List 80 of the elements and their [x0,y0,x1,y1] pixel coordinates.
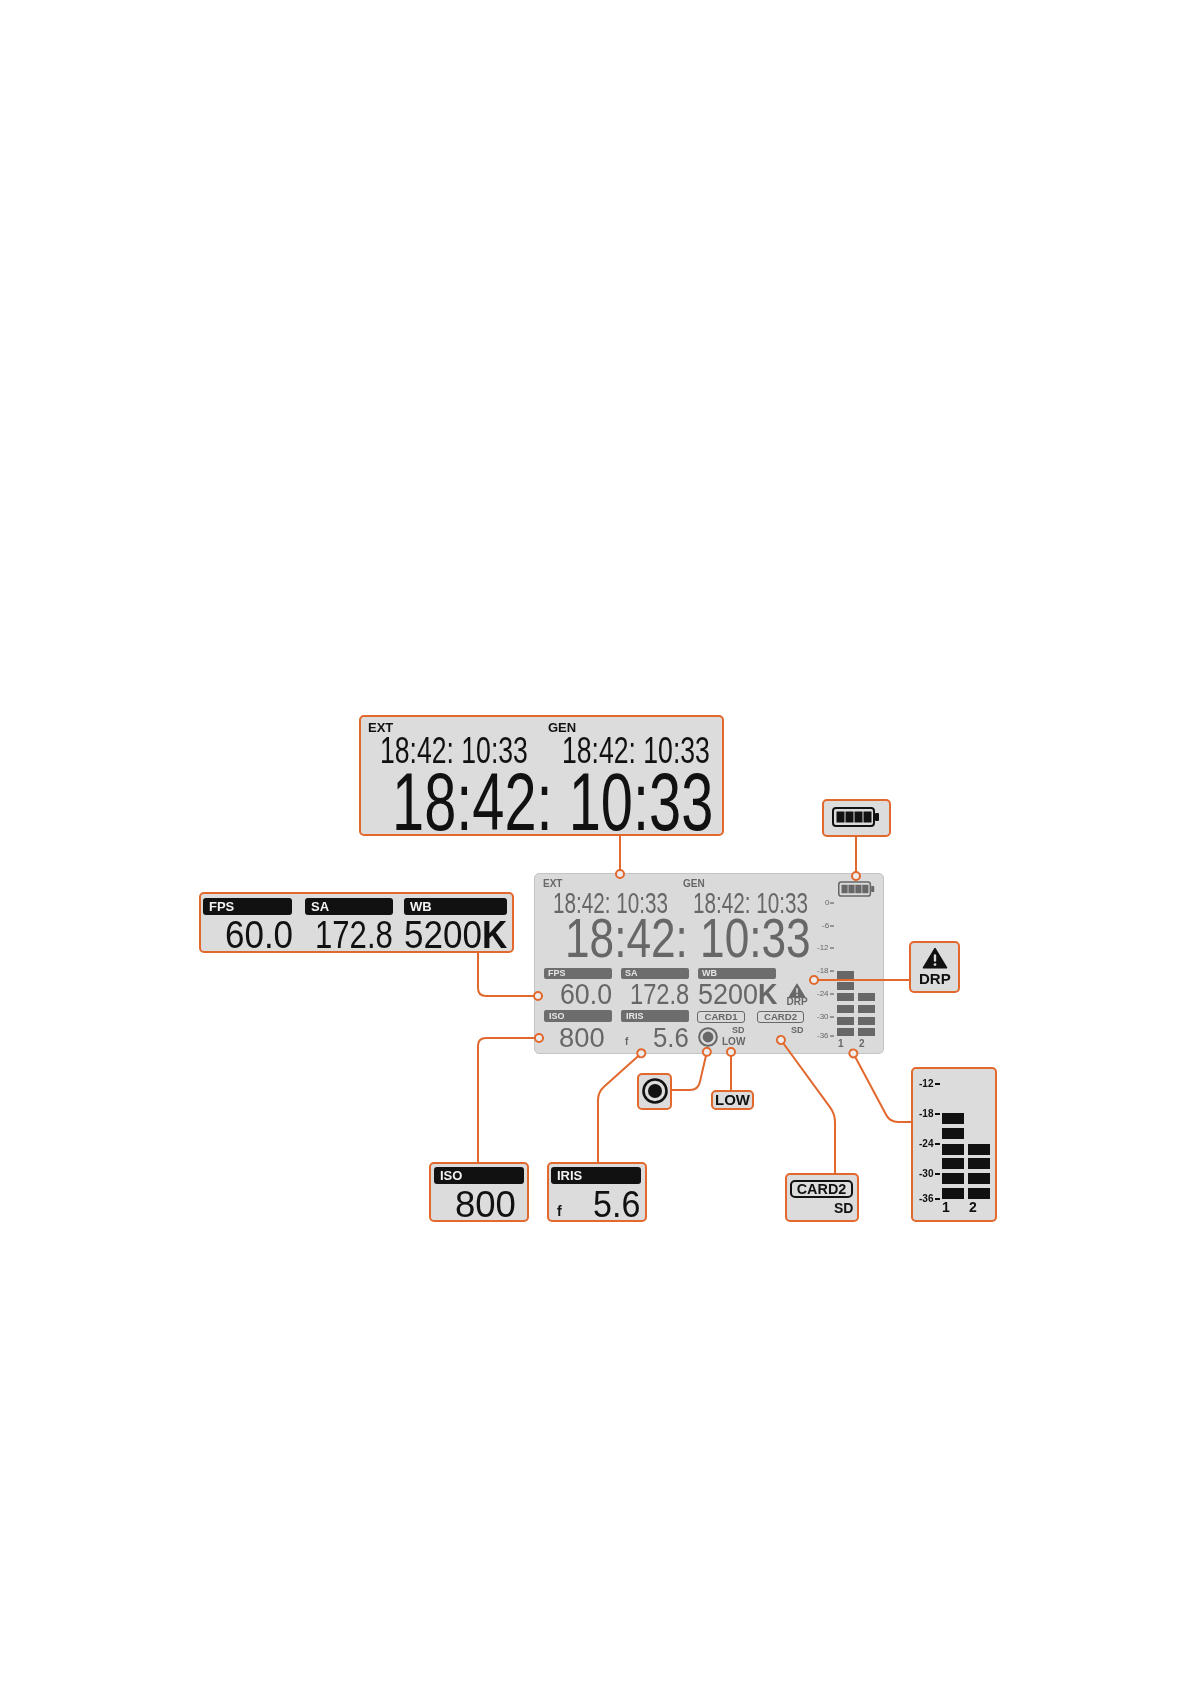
value-readout: 5.6 [653,1026,689,1048]
media-label: SD [791,1026,804,1035]
leader-line [726,1046,736,1091]
scale-label: -18 [919,1109,934,1119]
scale-label: -36 [919,1194,934,1204]
status-label: LOW [722,1037,746,1047]
parameter-label: IRIS [551,1167,641,1184]
value-readout: 60.0 [560,982,613,1005]
scale-label: -18 [817,967,829,975]
leader-line [615,835,625,880]
value-readout: 172.8 [630,982,690,1005]
timecode-readout: 18:42: 10:33 [553,891,668,914]
record-icon [698,1027,718,1047]
callout-box [911,1067,997,1222]
leader-line [851,836,861,882]
leader-line [477,952,544,1001]
parameter-label: FPS [203,898,292,915]
callout-box [359,715,724,836]
channel-label: 2 [859,1039,865,1049]
leader-line [808,975,910,985]
value-readout: 60.0 [225,919,294,950]
media-label: SD [732,1026,745,1035]
channel-label: 2 [969,1200,977,1214]
parameter-label: ISO [544,1010,612,1022]
value-readout: 800 [455,1189,516,1219]
value-readout: 5200K [404,919,508,950]
leader-line [671,1046,712,1091]
scale-label: 0 [825,899,830,907]
scale-label: -12 [817,944,829,952]
parameter-label: ISO [434,1167,524,1184]
parameter-label: WB [698,968,776,979]
leader-line [775,1035,836,1174]
unit-label: f [557,1204,562,1218]
timecode-readout: 18:42: 10:33 [392,772,714,834]
leader-line [597,1048,647,1163]
parameter-label: IRIS [621,1010,689,1022]
scale-label: -24 [919,1139,934,1149]
timecode-readout: 18:42: 10:33 [380,736,528,765]
callout-box [429,1162,529,1222]
scale-label: -24 [817,990,829,998]
scale-label: -12 [919,1079,934,1089]
leader-line [848,1048,912,1123]
source-label: GEN [548,721,577,734]
parameter-label: FPS [544,968,612,979]
card-label: CARD2 [757,1011,804,1023]
scale-label: -36 [817,1032,829,1040]
parameter-label: SA [621,968,689,979]
callout-box [909,941,960,993]
lcd-panel [534,873,884,1054]
callout-box [199,892,514,953]
card-label: CARD2 [790,1180,853,1198]
source-label: EXT [543,879,563,889]
warning-label: DRP [786,997,808,1007]
value-readout: 5200K [698,982,778,1005]
timecode-readout: 18:42: 10:33 [565,917,811,960]
value-readout: 5.6 [593,1189,641,1219]
media-label: SD [834,1201,854,1215]
scale-label: -30 [919,1169,934,1179]
timecode-readout: 18:42: 10:33 [562,736,710,765]
leader-line [477,1033,545,1163]
scale-label: -30 [817,1013,829,1021]
scale-label: -6 [822,922,830,930]
status-label: LOW [715,1092,750,1107]
callout-box [547,1162,647,1222]
callout-box [785,1173,859,1222]
parameter-label: SA [305,898,393,915]
value-readout: 800 [559,1026,605,1048]
warning-label: DRP [919,971,951,986]
parameter-label: WB [404,898,507,915]
channel-label: 1 [838,1039,844,1049]
unit-label: f [625,1037,629,1047]
timecode-readout: 18:42: 10:33 [693,891,808,914]
callout-box [822,799,891,837]
channel-label: 1 [942,1200,950,1214]
source-label: EXT [368,721,394,734]
card-label: CARD1 [697,1011,745,1023]
battery-icon [838,881,875,897]
callout-box [637,1073,672,1110]
source-label: GEN [683,879,705,889]
value-readout: 172.8 [315,919,393,950]
